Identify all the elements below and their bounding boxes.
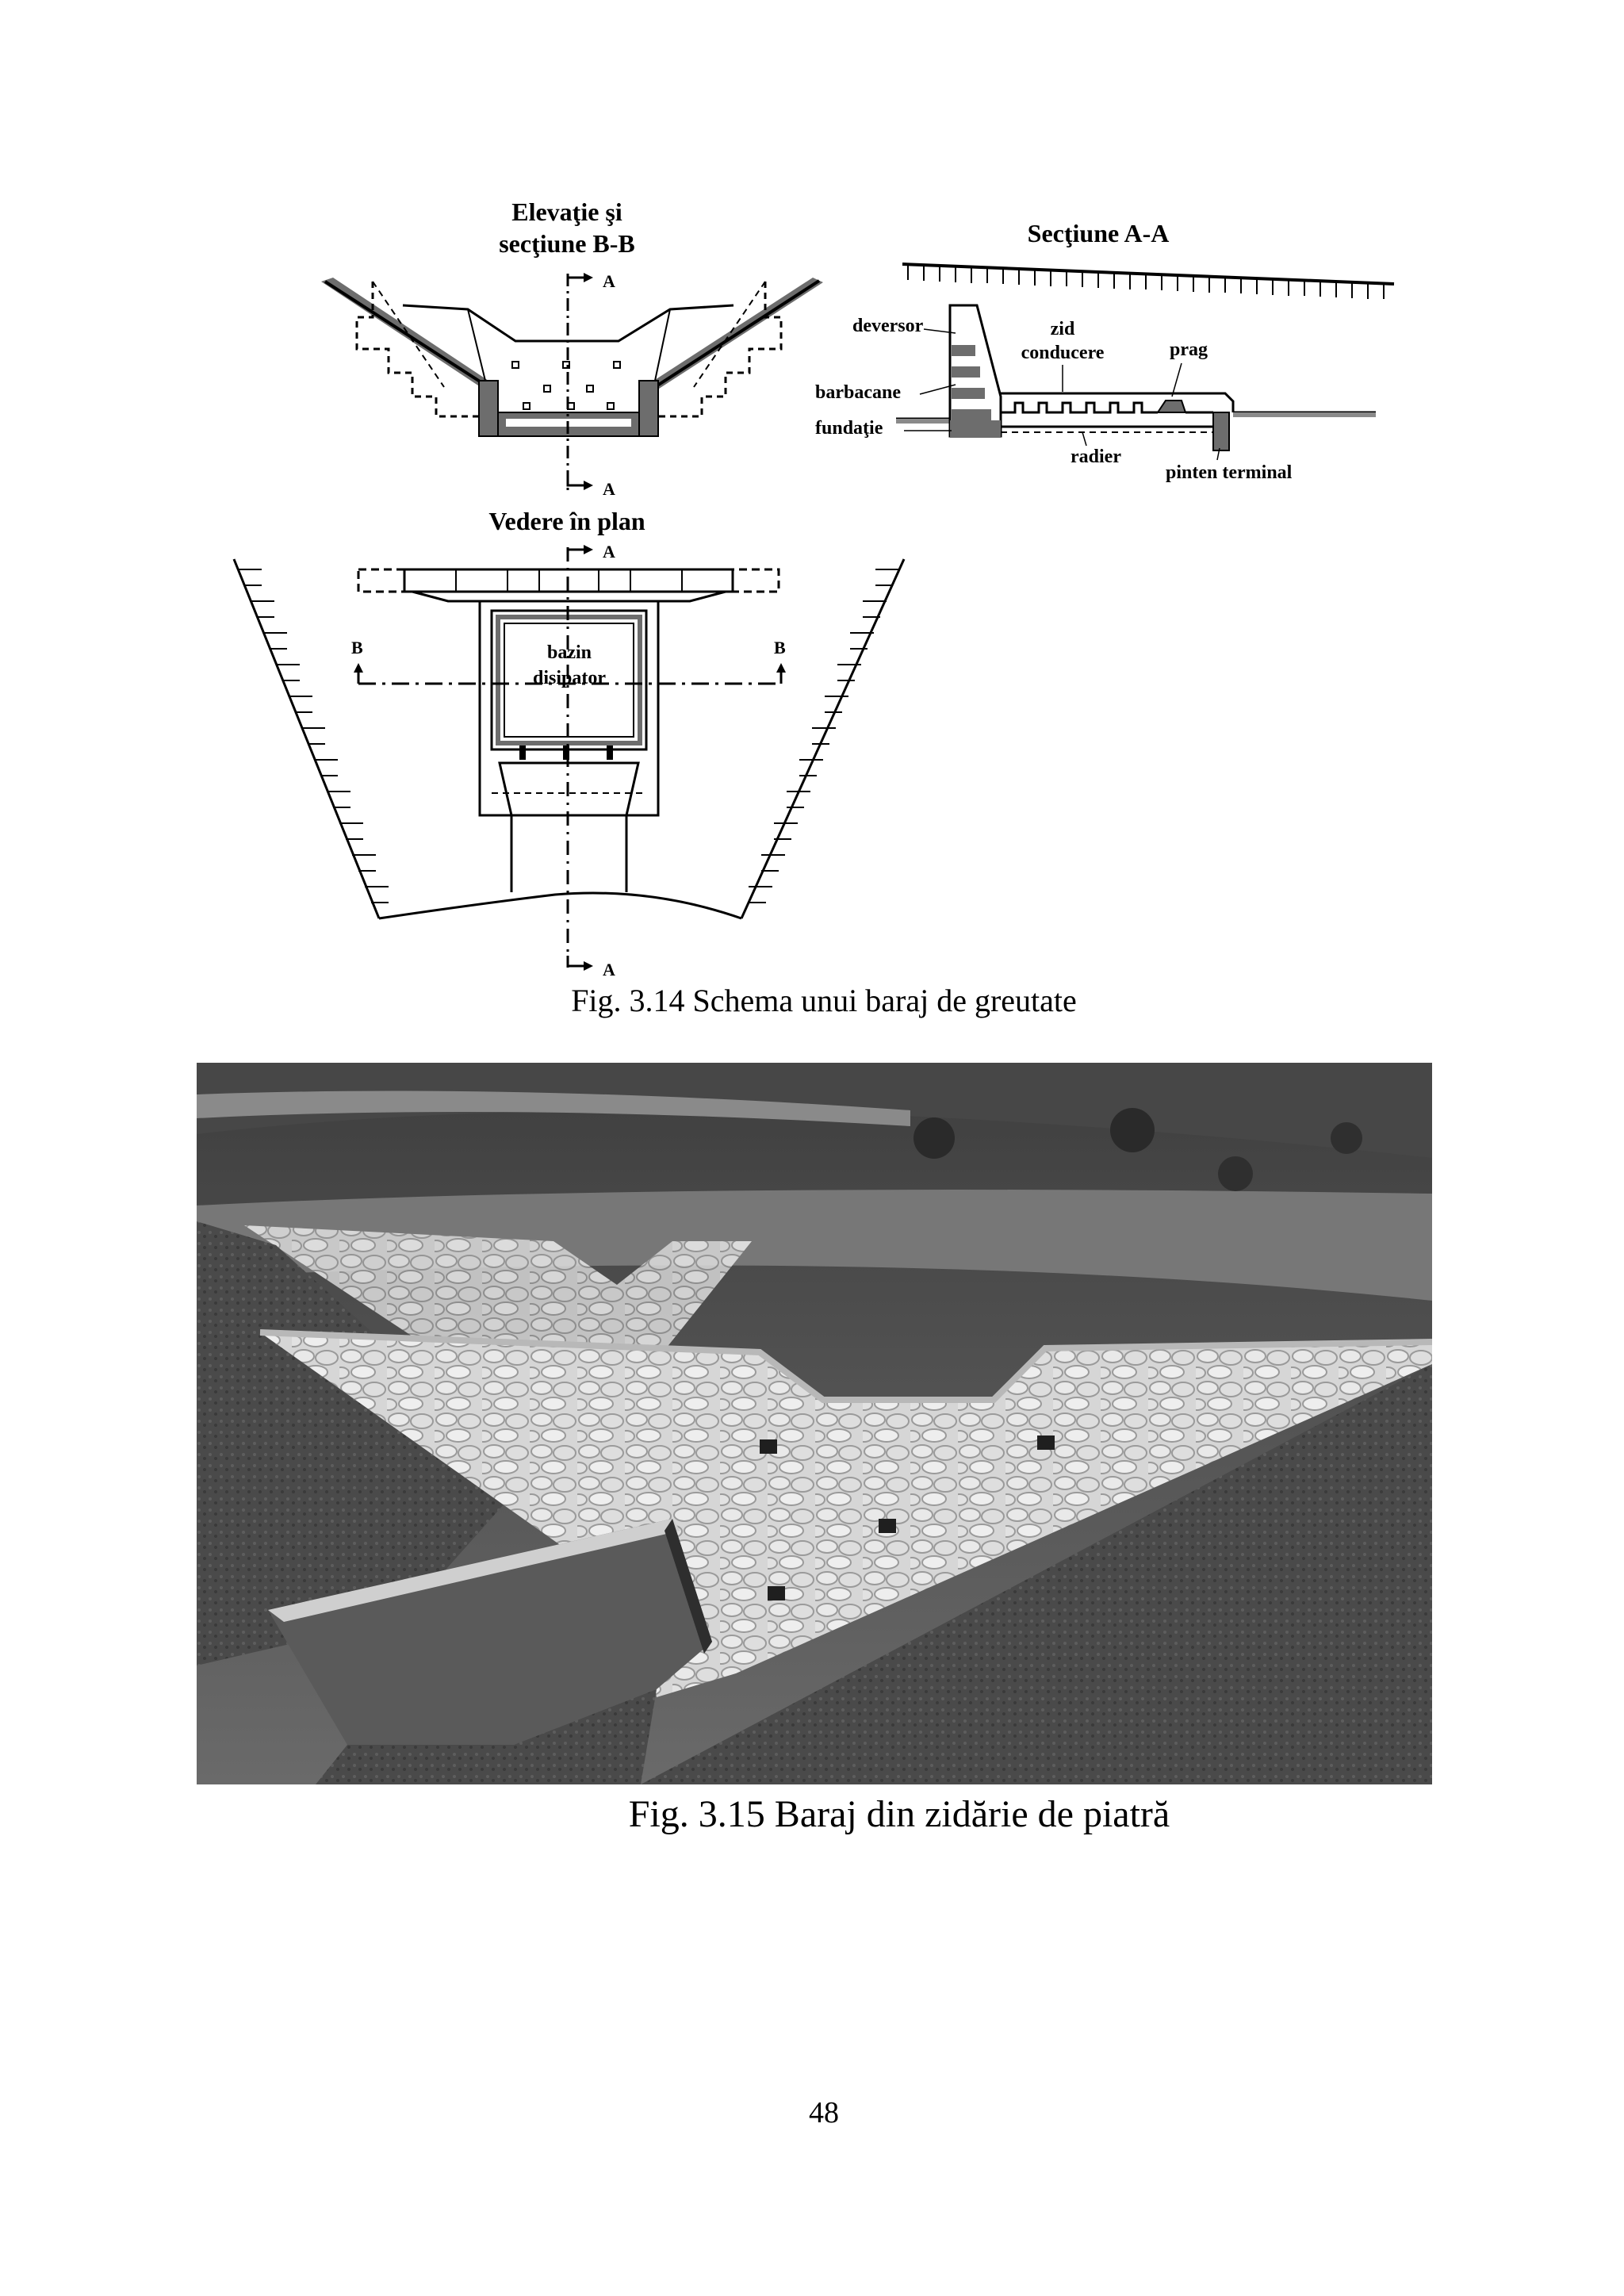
section-marker-a-plan-bottom: A: [603, 960, 615, 979]
elevation-title-line1: Elevaţie şi: [511, 197, 622, 226]
figure-3-14-caption: Fig. 3.14 Schema unui baraj de greutate: [571, 983, 1077, 1018]
label-conducere: conducere: [1021, 343, 1105, 363]
elevation-title-line2: secţiune B-B: [499, 229, 635, 258]
label-pinten-terminal: pinten terminal: [1166, 462, 1293, 483]
figure-3-15-caption: Fig. 3.15 Baraj din zidărie de piatră: [628, 1793, 1170, 1835]
label-disipator: disipator: [533, 668, 606, 688]
section-aa-title: Secţiune A-A: [1028, 219, 1170, 247]
stone-masonry-dam-photo: [197, 1063, 1432, 1784]
section-marker-a-top: A: [603, 271, 615, 291]
section-marker-a-plan-top: A: [603, 542, 615, 562]
label-zid: zid: [1051, 319, 1075, 339]
label-deversor: deversor: [852, 316, 924, 336]
plan-view-title: Vedere în plan: [488, 507, 645, 535]
elevation-section-bb: Elevaţie şi secţiune B-B: [321, 197, 823, 499]
section-aa: Secţiune A-A: [815, 219, 1395, 483]
label-bazin: bazin: [547, 642, 592, 663]
label-barbacane: barbacane: [815, 382, 901, 403]
plan-view: Vedere în plan: [232, 507, 906, 979]
page-number: 48: [809, 2096, 839, 2129]
photo-illustration: [197, 1063, 1432, 1784]
gravity-dam-schematic: Elevaţie şi secţiune B-B: [232, 197, 1395, 979]
label-prag: prag: [1170, 339, 1208, 360]
section-marker-b-right: B: [774, 638, 786, 657]
section-marker-a-bottom: A: [603, 479, 615, 499]
label-fundatie: fundaţie: [815, 418, 883, 439]
label-radier: radier: [1071, 447, 1121, 467]
section-marker-b-left: B: [351, 638, 363, 657]
